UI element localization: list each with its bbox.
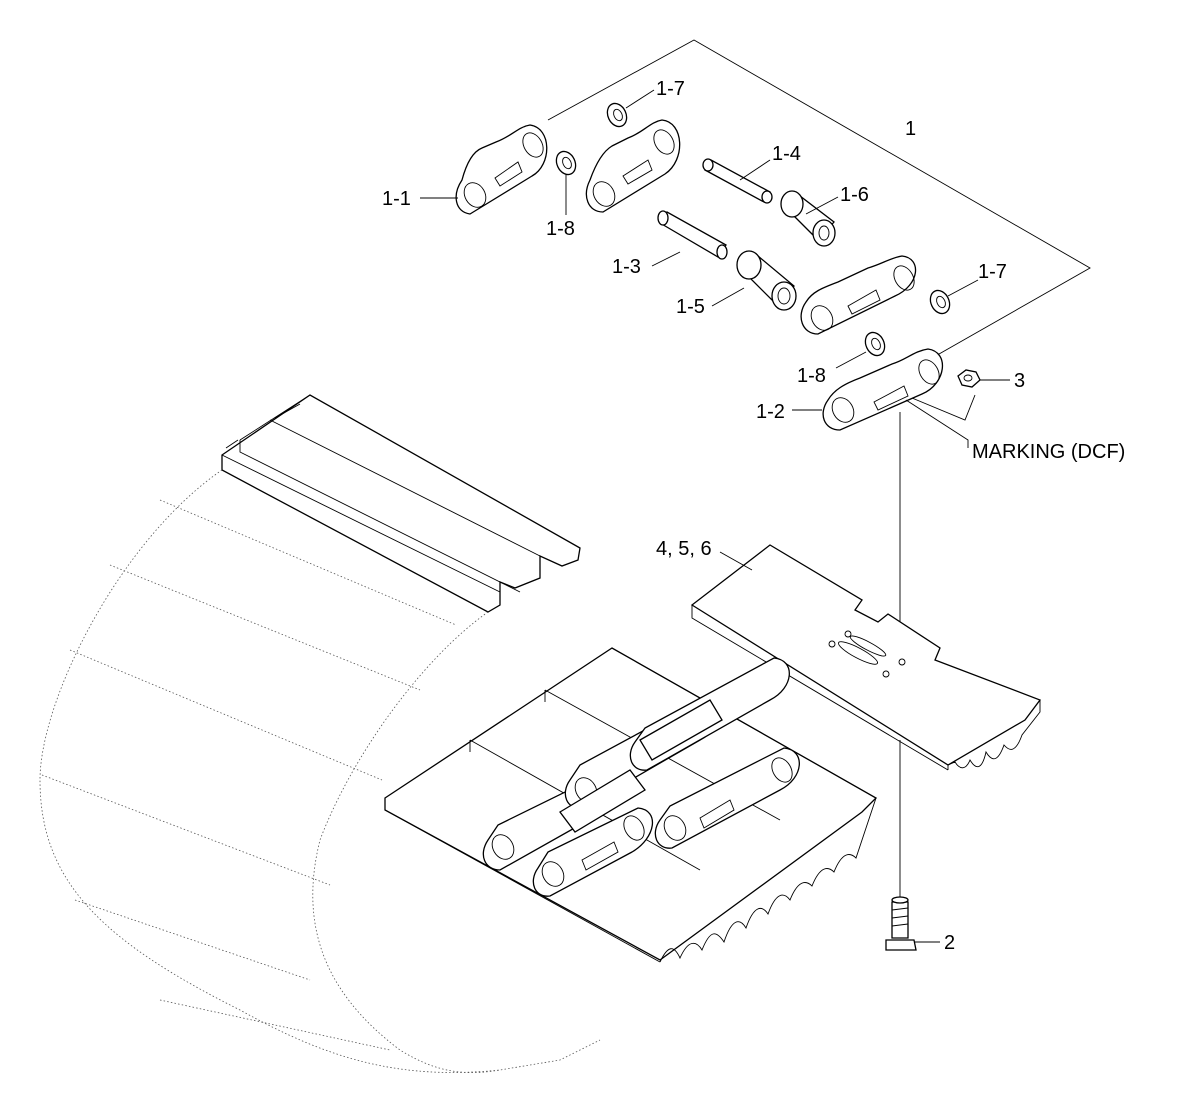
washer-1-7-upper: [606, 102, 628, 128]
label-1-7-upper: 1-7: [656, 78, 685, 100]
pin-1-3: [657, 210, 728, 260]
washer-1-8-upper: [555, 150, 577, 176]
washer-1-8-lower: [864, 331, 886, 357]
link-1-1-lower: [800, 255, 917, 335]
bushing-1-6: [780, 190, 836, 247]
track-chain-section: [384, 647, 878, 963]
bushing-1-5: [736, 250, 797, 311]
label-2: 2: [944, 932, 955, 954]
nut-3: [957, 369, 981, 388]
washer-1-7-lower: [929, 289, 951, 315]
pin-1-4: [702, 158, 773, 204]
bolt-2: [885, 896, 917, 951]
label-3: 3: [1014, 370, 1025, 392]
leader-lines: [420, 89, 1010, 943]
link-1-2-upper: [585, 119, 681, 213]
label-1-8-upper: 1-8: [546, 218, 575, 240]
grouser-shoe-top: [221, 394, 581, 613]
label-1-3: 1-3: [612, 256, 641, 278]
label-1: 1: [905, 118, 916, 140]
track-shoe: [690, 544, 1042, 771]
track-loop-outline: [39, 469, 601, 1073]
label-1-5: 1-5: [676, 296, 705, 318]
label-1-1: 1-1: [382, 188, 411, 210]
label-1-6: 1-6: [840, 184, 869, 206]
link-1-1: [455, 124, 548, 215]
assembly-bracket: [547, 39, 1091, 363]
label-marking: MARKING (DCF): [972, 441, 1125, 463]
label-1-2: 1-2: [756, 401, 785, 423]
label-1-7-lower: 1-7: [978, 261, 1007, 283]
label-1-4: 1-4: [772, 143, 801, 165]
label-4-5-6: 4, 5, 6: [656, 538, 712, 560]
label-1-8-lower: 1-8: [797, 365, 826, 387]
link-1-2: [822, 348, 944, 431]
